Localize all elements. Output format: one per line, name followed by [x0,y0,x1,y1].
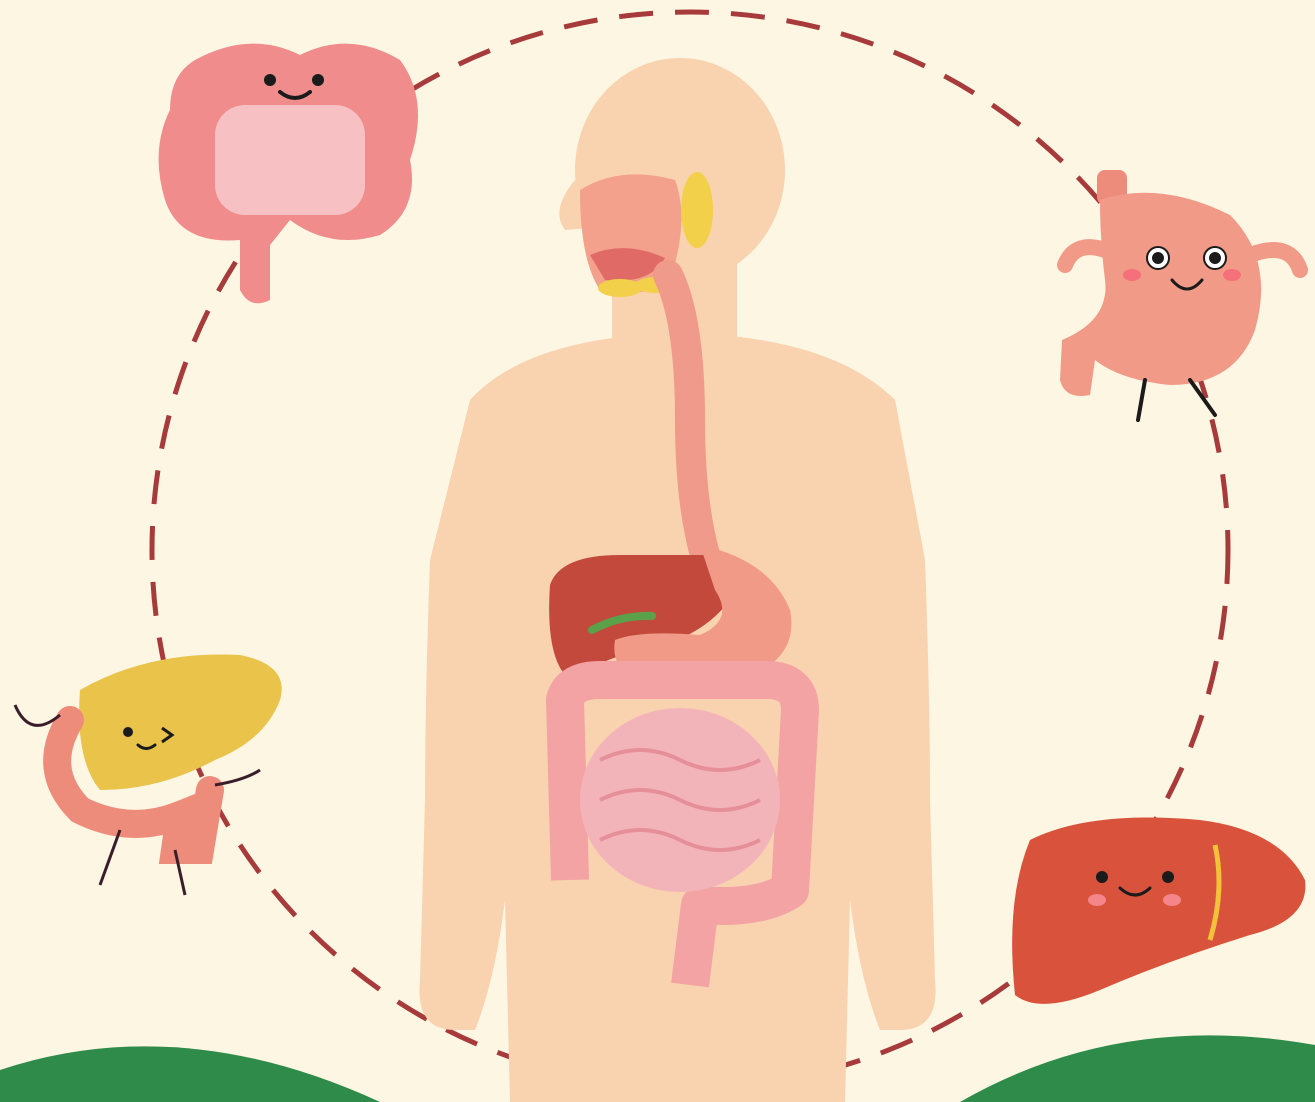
salivary-gland [681,172,713,248]
eye-icon [312,74,324,86]
salivary-gland [598,279,642,297]
large-intestine-inner [215,105,365,215]
pupil-icon [1209,252,1221,264]
eye-icon [1096,871,1108,883]
eye-icon [264,74,276,86]
cheek-blush [1123,269,1141,281]
pupil-icon [1152,252,1164,264]
cheek-blush [1163,894,1181,906]
cheek-blush [1088,894,1106,906]
cheek-blush [1223,269,1241,281]
eye-icon [123,727,133,737]
eye-icon [1162,871,1174,883]
